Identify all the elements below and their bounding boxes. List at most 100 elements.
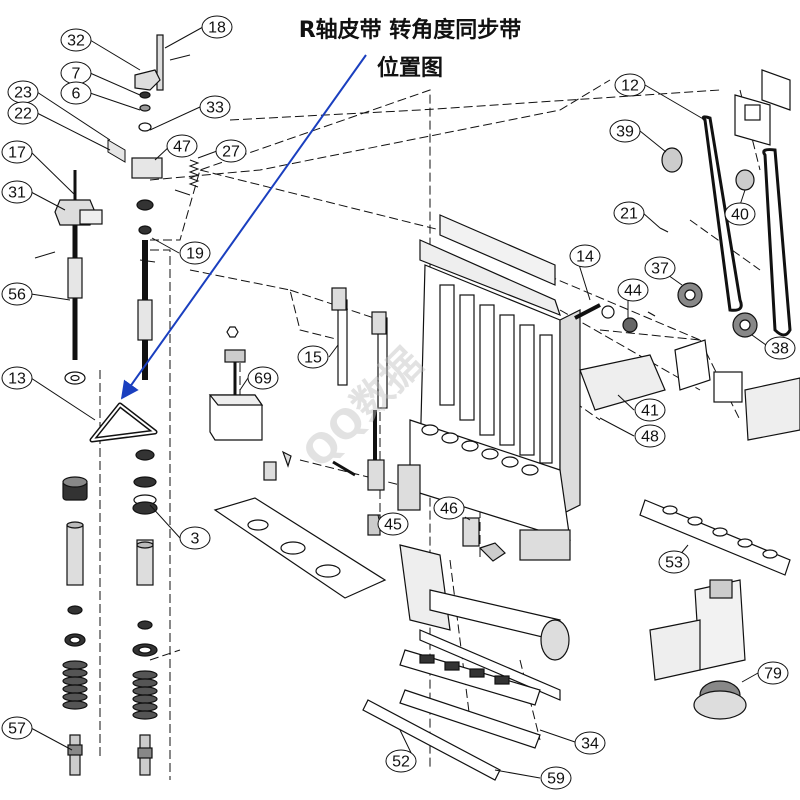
callout-number: 53: [665, 555, 683, 572]
callout-number: 3: [191, 531, 200, 548]
callout-bubble: [1, 366, 33, 390]
callout-bubble: [385, 749, 417, 773]
callout-31: 31: [1, 180, 33, 204]
callout-number: 13: [8, 371, 26, 388]
diagram-title-line-1: R轴皮带 转角度同步带: [298, 18, 522, 43]
callout-bubble: [1, 180, 33, 204]
callout-number: 31: [8, 185, 26, 202]
callout-number: 52: [392, 754, 410, 771]
callout-37: 37: [644, 256, 676, 280]
z-axis-linkage: [397, 464, 570, 701]
callout-bubble: [658, 550, 690, 574]
callout-bubble: [644, 256, 676, 280]
callout-number: 37: [651, 261, 669, 278]
callout-34: 34: [574, 731, 606, 755]
callout-number: 14: [576, 249, 594, 266]
callout-21: 21: [613, 201, 645, 225]
callout-39: 39: [609, 119, 641, 143]
diagram-title-line-2: 位置图: [376, 56, 443, 81]
callout-bubble: [297, 345, 329, 369]
callout-7: 7: [60, 61, 92, 85]
callout-69: 69: [247, 366, 279, 390]
callout-number: 41: [641, 403, 659, 420]
callout-27: 27: [215, 139, 247, 163]
callout-number: 15: [304, 350, 322, 367]
callout-bubble: [613, 201, 645, 225]
callout-number: 47: [173, 139, 191, 156]
callout-number: 6: [72, 86, 81, 103]
callout-number: 32: [67, 33, 85, 50]
callout-45: 45: [377, 512, 409, 536]
callout-19: 19: [179, 241, 211, 265]
callout-53: 53: [658, 550, 690, 574]
main-frame: [409, 214, 581, 561]
callout-18: 18: [201, 15, 233, 39]
callout-number: 45: [384, 517, 402, 534]
callout-47: 47: [166, 134, 198, 158]
callout-number: 79: [764, 666, 782, 683]
callout-44: 44: [617, 278, 649, 302]
base-plate: [213, 450, 387, 599]
callout-number: 21: [620, 206, 638, 223]
callout-number: 44: [624, 283, 642, 300]
callout-bubble: [433, 496, 465, 520]
callout-59: 59: [540, 766, 572, 790]
callout-number: 7: [72, 66, 81, 83]
callout-bubble: [247, 366, 279, 390]
callout-22: 22: [7, 101, 39, 125]
callout-57: 57: [1, 716, 33, 740]
callout-bubble: [201, 15, 233, 39]
callout-3: 3: [179, 526, 211, 550]
callout-bubble: [609, 119, 641, 143]
left-shaft-assembly: [54, 170, 103, 776]
callout-23: 23: [7, 80, 39, 104]
callout-bubble: [60, 28, 92, 52]
callout-bubble: [764, 336, 796, 360]
callout-12: 12: [614, 73, 646, 97]
callout-bubble: [215, 139, 247, 163]
center-shaft-45: [367, 410, 385, 536]
callout-bubble: [634, 398, 666, 422]
callout-number: 22: [14, 106, 32, 123]
callout-52: 52: [385, 749, 417, 773]
callout-number: 48: [641, 429, 659, 446]
callout-number: 27: [222, 144, 240, 161]
callout-14: 14: [569, 244, 601, 268]
callout-number: 56: [8, 287, 26, 304]
callout-bubble: [7, 101, 39, 125]
callout-bubble: [179, 526, 211, 550]
callout-bubble: [617, 278, 649, 302]
callout-79: 79: [757, 661, 789, 685]
callout-bubble: [166, 134, 198, 158]
callout-number: 46: [440, 501, 458, 518]
center-left-shaft-assembly: [131, 34, 164, 776]
callout-number: 19: [186, 246, 204, 263]
callout-48: 48: [634, 424, 666, 448]
callout-40: 40: [724, 202, 756, 226]
callout-number: 34: [581, 736, 599, 753]
callout-number: 40: [731, 207, 749, 224]
r-axis-belt: [89, 402, 158, 443]
callout-32: 32: [60, 28, 92, 52]
callout-46: 46: [433, 496, 465, 520]
callout-13: 13: [1, 366, 33, 390]
callout-33: 33: [199, 95, 231, 119]
nozzle-plates: [362, 649, 541, 781]
annotation-arrow: [120, 54, 367, 400]
callout-number: 12: [621, 78, 639, 95]
callout-bubble: [634, 424, 666, 448]
small-parts: [34, 54, 200, 263]
callout-17: 17: [1, 140, 33, 164]
callout-number: 17: [8, 145, 26, 162]
callout-bubble: [574, 731, 606, 755]
callout-bubble: [540, 766, 572, 790]
callout-number: 23: [14, 85, 32, 102]
callout-number: 18: [208, 20, 226, 37]
motor-69: [208, 326, 264, 441]
callout-bubble: [1, 140, 33, 164]
callout-bubble: [724, 202, 756, 226]
callout-number: 39: [616, 124, 634, 141]
callout-6: 6: [60, 81, 92, 105]
callout-bubble: [377, 512, 409, 536]
